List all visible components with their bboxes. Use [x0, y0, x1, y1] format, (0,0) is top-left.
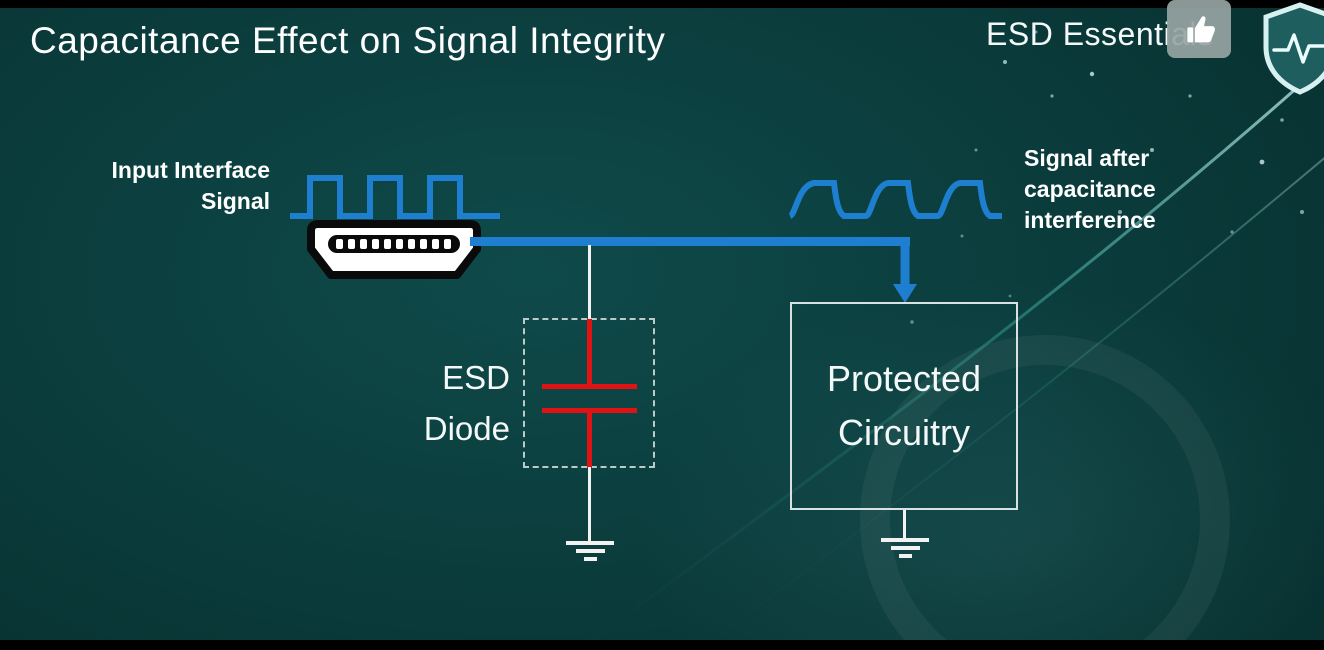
input-label-line1: Input Interface — [111, 157, 270, 183]
ground-symbol-icon — [566, 541, 614, 565]
ground-symbol-icon — [881, 538, 929, 562]
distorted-signal-wave — [788, 180, 1002, 219]
protected-label-line1: Protected — [826, 358, 982, 399]
letterbox-top — [0, 0, 1324, 8]
protected-ground-wire — [903, 510, 906, 538]
thumbs-up-icon[interactable] — [1167, 0, 1231, 58]
capacitor-lead-top — [587, 319, 592, 386]
output-label-line2: capacitance — [1024, 176, 1156, 203]
branch-wire-top — [588, 245, 591, 319]
shield-pulse-icon — [1258, 0, 1324, 96]
esd-label-line1: ESD — [442, 359, 510, 396]
clean-signal-wave — [290, 175, 500, 219]
capacitor-lead-bottom — [587, 413, 592, 468]
arrow-down-icon — [893, 244, 917, 303]
letterbox-bottom — [0, 640, 1324, 650]
capacitor-plate-bottom — [542, 408, 637, 413]
esd-label-line2: Diode — [423, 410, 510, 448]
signal-wire — [470, 237, 910, 246]
capacitor-plate-top — [542, 384, 637, 389]
output-label-line1: Signal after — [1024, 145, 1150, 171]
protected-circuitry-box: Protected Circuitry — [790, 302, 1018, 510]
output-label-line3: interference — [1024, 207, 1156, 234]
esd-diode-label: ESD Diode — [380, 352, 510, 454]
output-signal-label: Signal after capacitance interference — [1024, 143, 1254, 236]
page-title: Capacitance Effect on Signal Integrity — [30, 20, 666, 61]
protected-label-line2: Circuitry — [838, 412, 970, 453]
branch-wire-bottom — [588, 467, 591, 541]
input-label-line2: Signal — [200, 188, 270, 215]
input-signal-label: Input Interface Signal — [58, 155, 270, 217]
thumbs-up-glyph — [1187, 16, 1215, 43]
hdmi-connector-icon — [307, 220, 481, 279]
